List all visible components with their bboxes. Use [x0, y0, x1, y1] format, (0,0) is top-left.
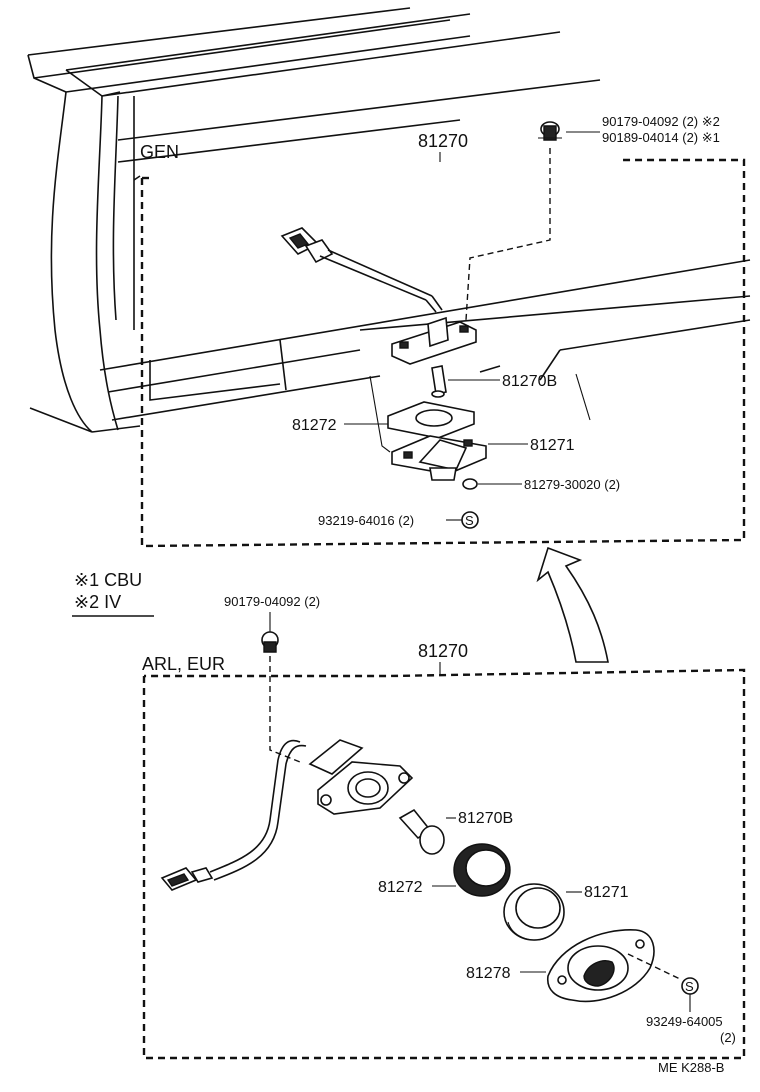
arl-lens [503, 883, 565, 941]
gen-frame [140, 158, 746, 548]
gen-screw-label: 93219-64016 (2) [318, 513, 414, 528]
gen-screw-mark: S [461, 511, 479, 529]
gen-lamp-housing [391, 316, 477, 365]
gen-assembly-label: 81270 [418, 131, 468, 151]
svg-text:S: S [465, 513, 474, 528]
arl-eur-section: 90179-04092 (2) ARL, EUR 81270 [142, 594, 746, 1060]
screw-icon [538, 121, 562, 141]
legend: ※1 CBU ※2 IV [72, 570, 154, 617]
arl-cover [547, 929, 655, 1003]
legend-line-2: ※2 IV [74, 592, 121, 612]
arl-screw-mark: S [681, 977, 699, 995]
arl-bulb-label: 81270B [458, 810, 513, 827]
svg-text:S: S [685, 979, 694, 994]
gen-screw-note-1: 90179-04092 (2) ※2 [602, 114, 720, 129]
legend-line-1: ※1 CBU [74, 570, 142, 590]
arl-title: ARL, EUR [142, 654, 225, 674]
arl-socket [308, 739, 414, 815]
connector-icon [280, 227, 334, 264]
gen-screw-note-2: 90189-04014 (2) ※1 [602, 130, 720, 145]
arl-gasket-label: 81272 [378, 879, 423, 896]
vehicle-rear-body [27, 7, 751, 433]
gen-gasket [387, 401, 475, 439]
arl-bulb [398, 808, 445, 855]
arl-screw-note: 90179-04092 (2) [224, 594, 320, 609]
arl-screw-qty: (2) [720, 1030, 736, 1045]
arl-gasket [453, 843, 511, 897]
gen-section: GEN 81270 90179-04092 (2) ※2 90189-04014… [140, 114, 746, 548]
gen-lens [391, 435, 487, 481]
connector-icon [160, 867, 214, 891]
arl-frame [142, 668, 746, 1060]
gen-nut [462, 478, 478, 490]
arl-screw-label: 93249-64005 [646, 1014, 723, 1029]
gen-bulb-label: 81270B [502, 373, 557, 390]
arl-assembly-label: 81270 [418, 641, 468, 661]
gen-gasket-label: 81272 [292, 417, 337, 434]
arl-lens-label: 81271 [584, 884, 629, 901]
gen-nut-label: 81279-30020 (2) [524, 477, 620, 492]
diagram-code: ME K288-B [658, 1060, 724, 1075]
direction-arrow [536, 546, 609, 663]
gen-lens-label: 81271 [530, 437, 575, 454]
arl-cover-label: 81278 [466, 965, 511, 982]
screw-icon [261, 631, 279, 653]
gen-bulb [431, 365, 447, 398]
gen-title: GEN [140, 142, 179, 162]
